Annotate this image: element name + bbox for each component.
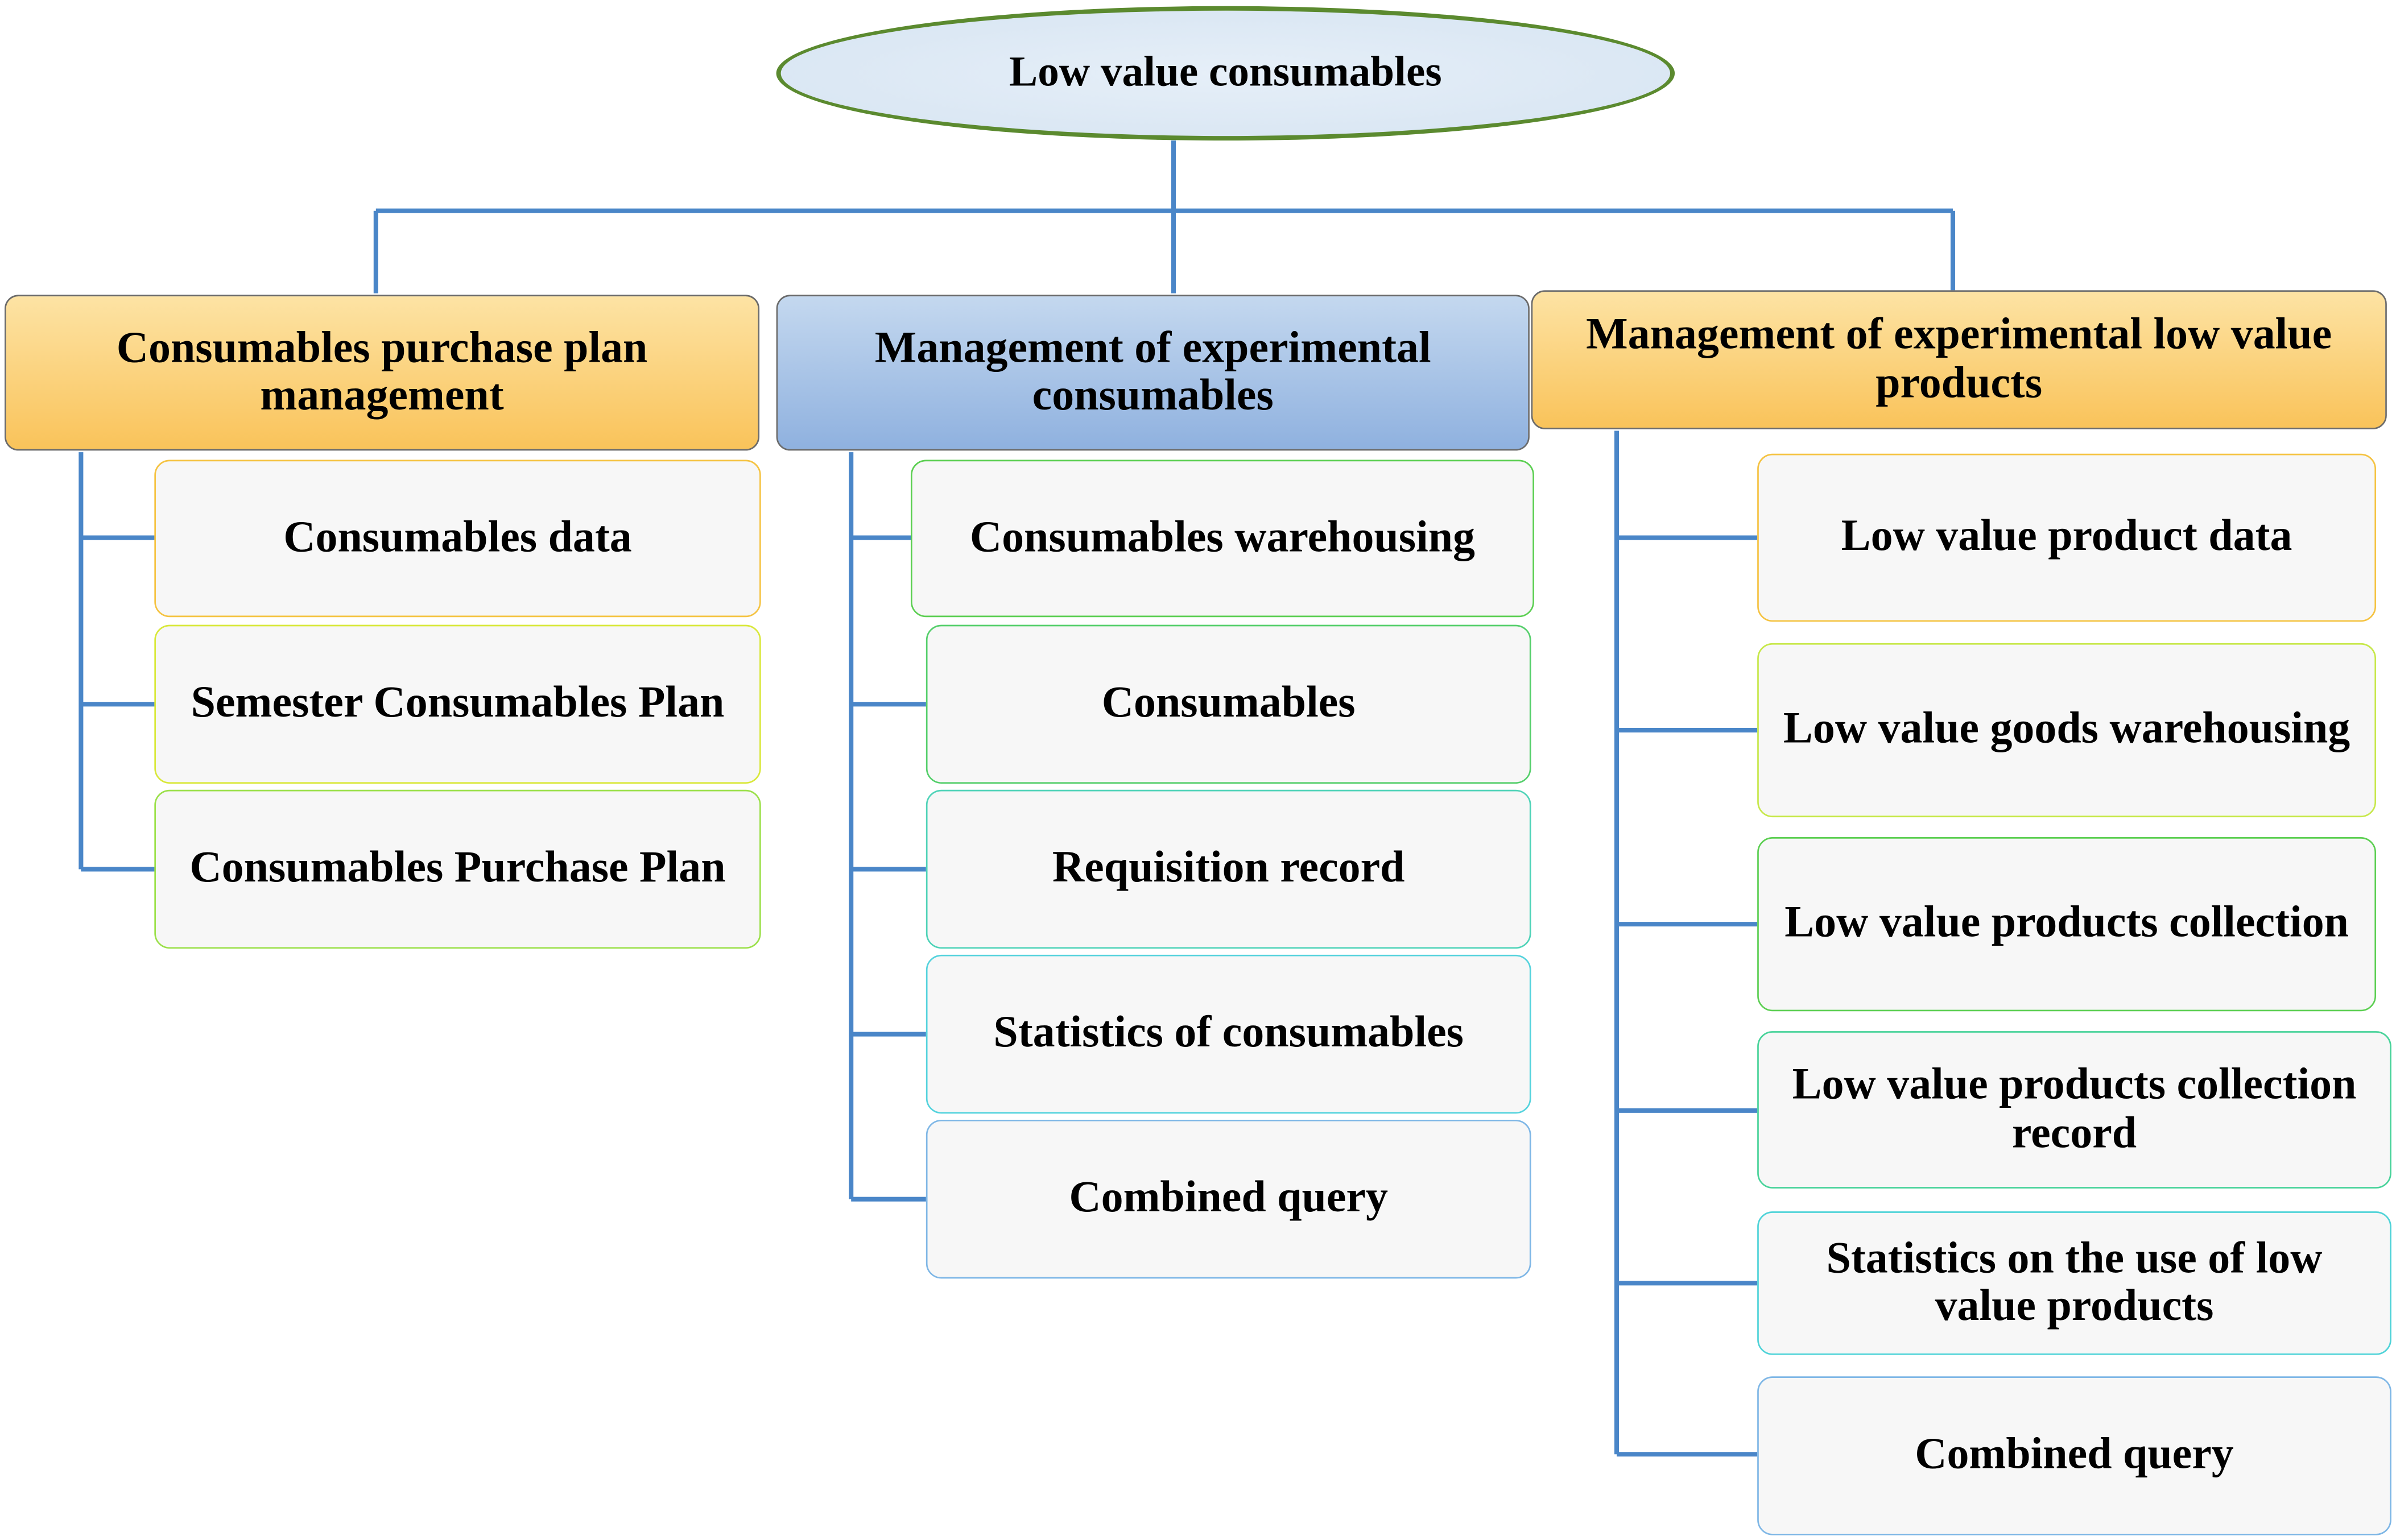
leaf-consumables-data: Consumables data [154,459,761,618]
leaf-label: Combined query [1915,1430,2234,1480]
leaf-label: Statistics of consumables [993,1008,1464,1058]
leaf-label: Combined query [1069,1173,1388,1223]
leaf-consumables: Consumables [926,624,1531,784]
leaf-label: Low value product data [1841,512,2292,561]
leaf-label: Low value goods warehousing [1783,705,2350,754]
leaf-low-value-products-collection-record: Low value products collection record [1757,1031,2391,1189]
leaf-label: Requisition record [1052,843,1405,893]
leaf-label: Consumables [1101,678,1356,728]
leaf-label: Semester Consumables Plan [191,678,725,728]
leaf-label: Low value products collection [1784,899,2349,948]
category-experimental-low-value-products: Management of experimental low value pro… [1531,290,2387,429]
leaf-statistics-of-consumables: Statistics of consumables [926,954,1531,1114]
root-label: Low value consumables [1009,48,1442,96]
root-node: Low value consumables [776,6,1675,141]
leaf-label: Consumables data [283,513,632,562]
category-experimental-consumables: Management of experimental consumables [776,295,1530,451]
leaf-semester-consumables-plan: Semester Consumables Plan [154,624,761,784]
leaf-consumables-purchase-plan: Consumables Purchase Plan [154,789,761,949]
leaf-requisition-record: Requisition record [926,789,1531,949]
category-purchase-plan-management: Consumables purchase plan management [5,295,760,451]
leaf-label: Statistics on the use of low value produ… [1826,1233,2323,1331]
category-label: Management of experimental consumables [874,323,1431,420]
leaf-consumables-warehousing: Consumables warehousing [910,459,1534,618]
leaf-statistics-low-value-products: Statistics on the use of low value produ… [1757,1211,2391,1355]
leaf-label: Consumables Purchase Plan [189,843,726,893]
leaf-combined-query: Combined query [1757,1376,2391,1535]
leaf-combined-query: Combined query [926,1119,1531,1279]
leaf-low-value-product-data: Low value product data [1757,453,2377,622]
leaf-low-value-goods-warehousing: Low value goods warehousing [1757,643,2377,818]
leaf-label: Consumables warehousing [969,513,1476,562]
category-label: Consumables purchase plan management [116,323,648,420]
leaf-label: Low value products collection record [1792,1060,2357,1157]
leaf-low-value-products-collection: Low value products collection [1757,837,2377,1012]
category-label: Management of experimental low value pro… [1586,310,2332,407]
